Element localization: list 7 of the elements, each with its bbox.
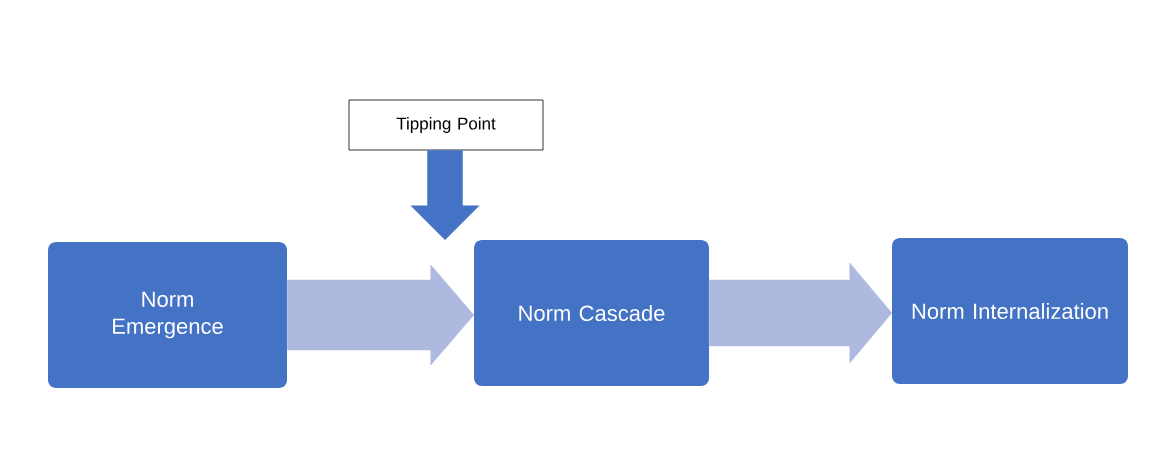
label-box: Tipping Point xyxy=(348,99,544,151)
block-arrow xyxy=(708,262,893,364)
block-arrow xyxy=(410,150,480,241)
block-arrow xyxy=(286,264,475,366)
process-box: Norm Cascade xyxy=(474,240,709,386)
process-box: Norm Internalization xyxy=(892,238,1128,384)
process-box: Norm Emergence xyxy=(48,242,287,388)
